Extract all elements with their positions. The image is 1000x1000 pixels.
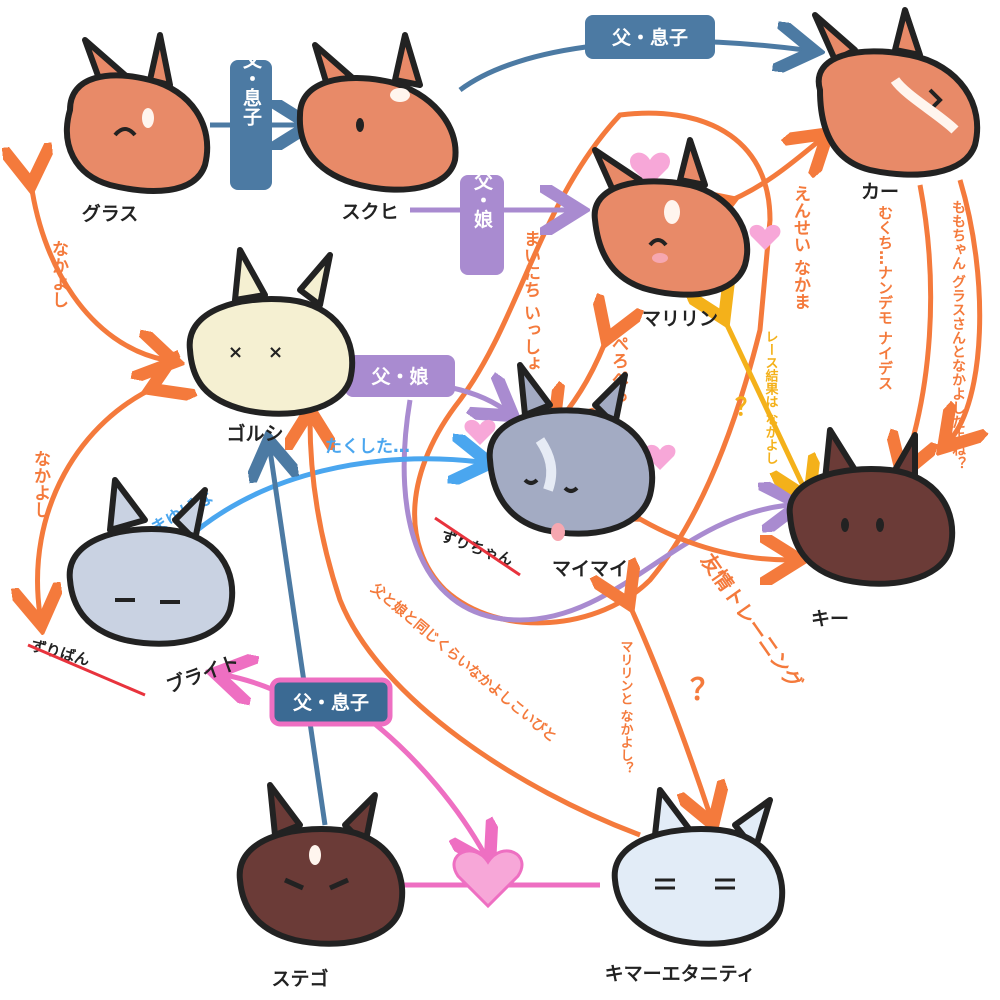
horse-suteko <box>236 782 406 947</box>
name-burai: ブライト <box>163 650 242 698</box>
arrow-kitaemaa-gorushi <box>310 420 641 838</box>
name-kaa: カー <box>861 181 899 203</box>
arrow-gorushi-burai <box>38 385 160 615</box>
svg-text:×: × <box>268 342 283 363</box>
name-gorushi: ゴルシ <box>226 422 283 445</box>
badge-suteko-burai: 父・息子 <box>269 677 393 727</box>
horse-grass <box>63 32 211 194</box>
arrow-mariin-kaa <box>720 140 820 205</box>
horse-burai <box>66 477 236 647</box>
label-mariin-naka: マリリンと なかよし？ <box>618 640 634 775</box>
heart-icon <box>452 849 524 909</box>
name-sukubi: スクヒ <box>341 201 398 223</box>
arrow-mariin-kii <box>720 310 805 490</box>
horse-maimai <box>486 362 656 541</box>
heart-icon <box>464 152 781 470</box>
label-momo: ももちゃん グラスさんとなかよしだよね？ <box>950 200 966 471</box>
svg-text:父・娘: 父・娘 <box>471 171 494 229</box>
label-muku: むくち…ナンデモ ナイデス <box>876 205 894 390</box>
label-question-1: ？ <box>735 393 759 421</box>
badge-grass-sukubi: 父・息子 <box>230 50 272 190</box>
label-takushita: たくした… <box>325 437 410 457</box>
svg-text:父・息子: 父・息子 <box>292 691 369 714</box>
svg-text:父・娘: 父・娘 <box>370 365 429 388</box>
maimai-old-name: ずりちゃん <box>434 516 521 577</box>
label-senpai: えんせい なかま <box>790 185 811 310</box>
name-mariin: マリリン <box>642 308 718 330</box>
arrow-kitaemaa-group <box>625 595 710 815</box>
svg-text:父・息子: 父・息子 <box>240 50 263 126</box>
horse-kitaemaa <box>611 787 786 947</box>
label-nakayoshi-1: なかよし <box>48 240 68 308</box>
name-suteko: ステゴ <box>271 967 328 990</box>
arrow-burai-maimai <box>178 459 480 547</box>
label-nakayoshi-2: なかよし <box>30 450 50 518</box>
label-question-2: ？ <box>690 673 720 708</box>
name-maimai: マイマイ <box>552 558 628 580</box>
horse-gorushi: × × <box>186 247 356 417</box>
name-grass: グラス <box>82 202 139 225</box>
svg-text:ずりばん: ずりばん <box>29 636 92 669</box>
horse-kaa <box>812 7 981 178</box>
badge-sukubi-kaa: 父・息子 <box>585 15 715 59</box>
badge-sukubi-mariin: 父・娘 <box>460 171 504 275</box>
name-kitaemaa: キマーエタニティ <box>605 963 756 985</box>
arrow-suteko-gorushi <box>270 450 328 826</box>
horse-kii <box>786 427 956 587</box>
arrow-maimai-kii <box>625 510 790 560</box>
label-race: レース結果は なかよし <box>763 330 780 465</box>
badge-gorushi-maimai: 父・娘 <box>345 355 455 397</box>
horse-mariin <box>591 137 751 298</box>
arrow-kaa-kii-right <box>950 179 980 440</box>
label-maintenance: まいにち いっしょ <box>520 230 540 372</box>
horse-sukubi <box>296 32 459 193</box>
svg-text:×: × <box>228 342 243 363</box>
arrow-kaa-kii <box>905 184 931 465</box>
svg-text:父・息子: 父・息子 <box>611 26 688 49</box>
arrow-badge-heart <box>368 718 485 855</box>
burai-old-name: ずりばん <box>27 636 146 697</box>
name-kii: キー <box>811 608 849 630</box>
